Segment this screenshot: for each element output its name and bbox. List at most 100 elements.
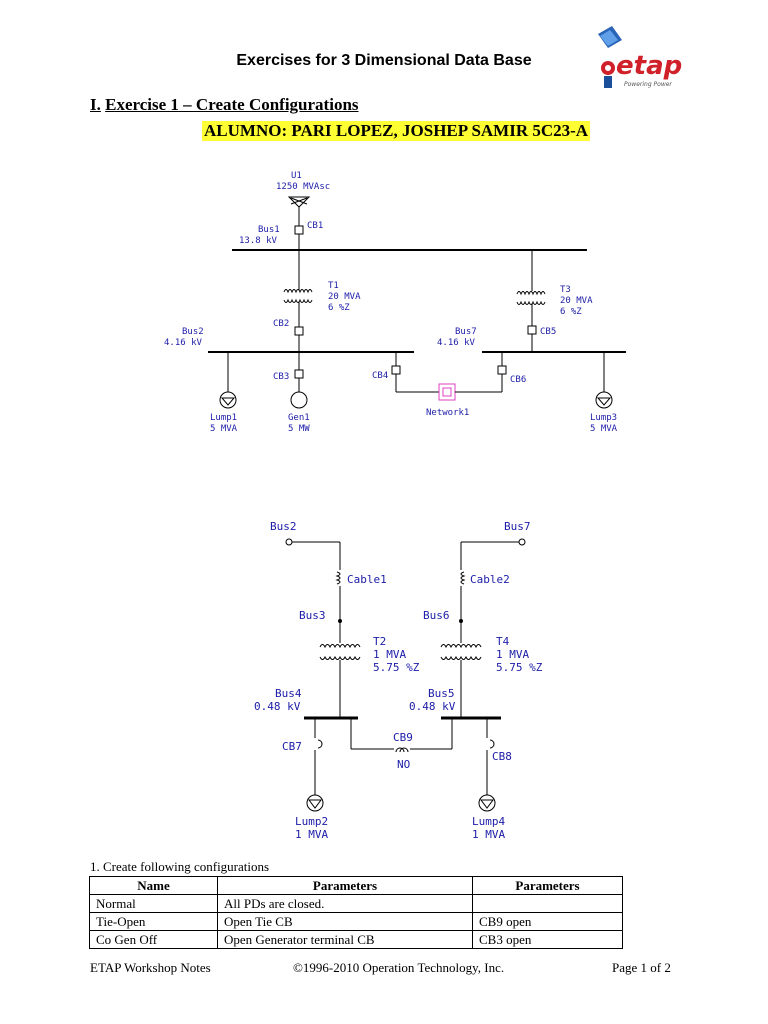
diagram-label-diagram1-bus2-1: 4.16 kV bbox=[164, 338, 203, 348]
bus7-terminal bbox=[518, 538, 526, 546]
diagram-label-diagram1-gen1-0: Gen1 bbox=[288, 413, 310, 423]
diagram-label-diagram1-cb1: CB1 bbox=[307, 221, 323, 231]
header-parameters-1: Parameters bbox=[217, 876, 473, 895]
diagram-label-diagram2-t4-1: 1 MVA bbox=[496, 648, 529, 661]
diagram-label-diagram2-bus7: Bus7 bbox=[504, 520, 531, 533]
diagram-label-diagram1-t3-1: 20 MVA bbox=[560, 296, 593, 306]
cb3-symbol bbox=[294, 369, 304, 379]
diagram-label-diagram2-t2-0: T2 bbox=[373, 635, 386, 648]
table-cell: Open Tie CB bbox=[217, 912, 473, 931]
table-cell: Normal bbox=[89, 894, 218, 913]
diagram-label-diagram2-bus2: Bus2 bbox=[270, 520, 297, 533]
diagram-label-diagram2-cb9: CB9 bbox=[393, 731, 413, 744]
bus2-terminal bbox=[285, 538, 293, 546]
cb1-symbol bbox=[294, 225, 304, 235]
cable2-symbol bbox=[460, 571, 466, 585]
diagram-label-diagram2-lump2-1: 1 MVA bbox=[295, 828, 328, 841]
logo-wordmark: etap bbox=[616, 51, 682, 81]
table-cell: Tie-Open bbox=[89, 912, 218, 931]
table-cell: All PDs are closed. bbox=[217, 894, 473, 913]
student-name-highlight: ALUMNO: PARI LOPEZ, JOSHEP SAMIR 5C23-A bbox=[202, 121, 591, 141]
lump3-symbol bbox=[595, 391, 613, 409]
cb6-symbol bbox=[497, 365, 507, 375]
diagram-label-diagram1-bus7-0: Bus7 bbox=[455, 327, 477, 337]
diagram-label-diagram1-cb3: CB3 bbox=[273, 372, 289, 382]
diagram-label-diagram1-cb2: CB2 bbox=[273, 319, 289, 329]
diagram-label-diagram2-lump2-0: Lump2 bbox=[295, 815, 328, 828]
page-header-title: Exercises for 3 Dimensional Data Base bbox=[236, 52, 532, 69]
cable1-symbol bbox=[335, 571, 341, 585]
diagram-label-diagram2-bus4-0: Bus4 bbox=[275, 687, 302, 700]
diagram-label-diagram2-cable2: Cable2 bbox=[470, 573, 510, 586]
diagram-label-diagram1-gen1-1: 5 MW bbox=[288, 424, 310, 434]
table-cell bbox=[472, 894, 623, 913]
diagram-label-diagram1-bus1-0: Bus1 bbox=[258, 225, 280, 235]
table-row: Co Gen Off Open Generator terminal CB CB… bbox=[89, 930, 623, 949]
footer-left: ETAP Workshop Notes bbox=[90, 960, 211, 975]
table-cell: Co Gen Off bbox=[89, 930, 218, 949]
diagram-label-diagram1-lump3-0: Lump3 bbox=[590, 413, 617, 423]
t4-winding-bottom bbox=[440, 655, 482, 660]
t3-winding-top bbox=[516, 291, 546, 296]
diagram-label-diagram2-cb7: CB7 bbox=[282, 740, 302, 753]
utility-symbol bbox=[287, 196, 311, 208]
header-name: Name bbox=[89, 876, 218, 895]
t1-winding-top bbox=[283, 289, 313, 294]
diagram-label-diagram2-cb8: CB8 bbox=[492, 750, 512, 763]
network1-symbol bbox=[438, 383, 456, 401]
t2-winding-top bbox=[319, 644, 361, 649]
diagram-label-diagram1-cb5: CB5 bbox=[540, 327, 556, 337]
table-cell: CB9 open bbox=[472, 912, 623, 931]
etap-logo: etap Powering Power bbox=[598, 26, 682, 88]
diagram-label-diagram1-lump3-1: 5 MVA bbox=[590, 424, 618, 434]
lump2-symbol bbox=[306, 794, 324, 812]
exercise-number: I. bbox=[90, 95, 101, 114]
diagram-label-diagram2-lump4-0: Lump4 bbox=[472, 815, 505, 828]
logo-tagline: Powering Power bbox=[624, 81, 672, 88]
diagram-label-diagram2-bus6: Bus6 bbox=[423, 609, 450, 622]
cb8-symbol bbox=[489, 739, 495, 749]
diagram-label-diagram1-cb4: CB4 bbox=[372, 371, 388, 381]
table-cell: CB3 open bbox=[472, 930, 623, 949]
diagram-label-diagram1-bus1-1: 13.8 kV bbox=[239, 236, 278, 246]
diagram-label-diagram2-bus3: Bus3 bbox=[299, 609, 326, 622]
header-parameters-2: Parameters bbox=[472, 876, 623, 895]
diagram-label-diagram1-t1-1: 20 MVA bbox=[328, 292, 361, 302]
diagram-label-diagram1-u1-0: U1 bbox=[291, 171, 302, 181]
diagram-label-diagram1-t3-2: 6 %Z bbox=[560, 307, 582, 317]
diagram-label-diagram1-t1-0: T1 bbox=[328, 281, 339, 291]
diagram-label-diagram1-lump1-0: Lump1 bbox=[210, 413, 237, 423]
table-cell: Open Generator terminal CB bbox=[217, 930, 473, 949]
cb5-symbol bbox=[527, 325, 537, 335]
cb2-symbol bbox=[294, 326, 304, 336]
exercise-title: Exercise 1 – Create Configurations bbox=[105, 95, 359, 114]
diagram-label-diagram1-network1: Network1 bbox=[426, 408, 469, 418]
configurations-subtitle: 1. Create following configurations bbox=[90, 859, 270, 874]
diagram-label-diagram2-t4-2: 5.75 %Z bbox=[496, 661, 543, 674]
lump1-symbol bbox=[219, 391, 237, 409]
diagram-label-diagram1-cb6: CB6 bbox=[510, 375, 526, 385]
lump4-symbol bbox=[478, 794, 496, 812]
diagram-label-diagram2-cable1: Cable1 bbox=[347, 573, 387, 586]
diagram-label-diagram1-u1-1: 1250 MVAsc bbox=[276, 182, 330, 192]
diagram-label-diagram2-bus4-1: 0.48 kV bbox=[254, 700, 301, 713]
diagram-label-diagram2-bus5-0: Bus5 bbox=[428, 687, 455, 700]
cb9-symbol bbox=[395, 747, 405, 753]
diagram-label-diagram1-t1-2: 6 %Z bbox=[328, 303, 350, 313]
exercise-heading: I. Exercise 1 – Create Configurations bbox=[90, 95, 359, 115]
table-header-row: Name Parameters Parameters bbox=[89, 876, 623, 895]
diagram-label-diagram1-t3-0: T3 bbox=[560, 285, 571, 295]
diagram-label-diagram2-no: NO bbox=[397, 758, 410, 771]
diagram-label-diagram2-t2-1: 1 MVA bbox=[373, 648, 406, 661]
diagram-label-diagram2-t2-2: 5.75 %Z bbox=[373, 661, 420, 674]
diagram-label-diagram1-lump1-1: 5 MVA bbox=[210, 424, 238, 434]
footer-page-number: Page 1 of 2 bbox=[612, 960, 671, 975]
configurations-table: Name Parameters Parameters Normal All PD… bbox=[89, 876, 623, 949]
diagram-label-diagram1-bus2-0: Bus2 bbox=[182, 327, 204, 337]
diagram-label-diagram2-t4-0: T4 bbox=[496, 635, 510, 648]
t3-winding-bottom bbox=[516, 300, 546, 305]
diagram-label-diagram2-lump4-1: 1 MVA bbox=[472, 828, 505, 841]
t4-winding-top bbox=[440, 644, 482, 649]
gen1-symbol bbox=[290, 391, 308, 409]
